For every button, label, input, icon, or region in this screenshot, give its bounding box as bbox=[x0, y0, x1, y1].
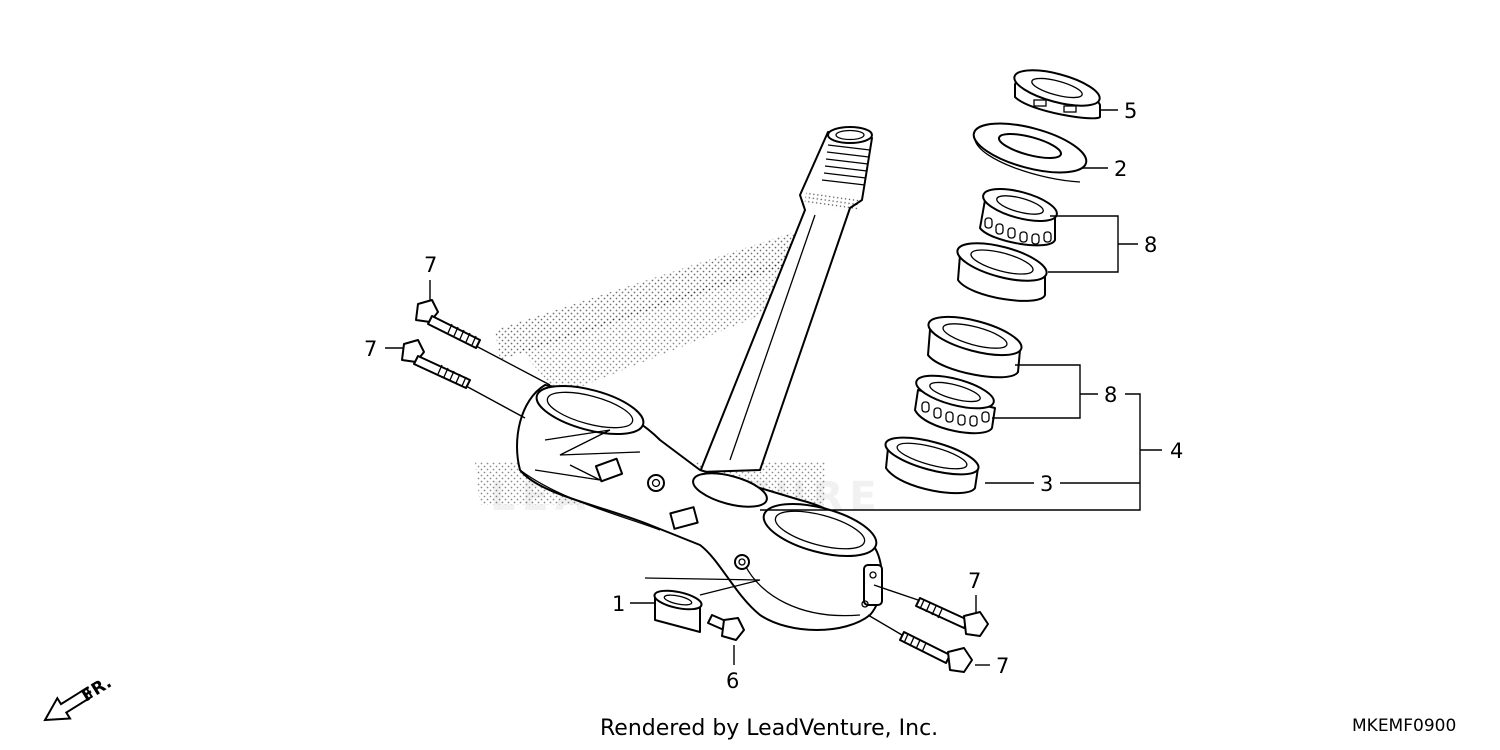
part-5-lock-nut bbox=[1013, 69, 1101, 120]
callout-6: 6 bbox=[726, 669, 739, 693]
bolt-7-lower bbox=[401, 339, 471, 389]
callout-7-left: 7 bbox=[364, 337, 377, 361]
callout-2: 2 bbox=[1114, 157, 1127, 181]
steering-stem-bracket bbox=[516, 384, 883, 631]
callout-3: 3 bbox=[1040, 472, 1053, 496]
callout-8-upper: 8 bbox=[1144, 233, 1157, 257]
footer-credit: Rendered by LeadVenture, Inc. bbox=[600, 716, 939, 741]
front-direction-arrow-icon bbox=[43, 686, 94, 722]
callout-8-lower: 8 bbox=[1104, 383, 1117, 407]
callout-1: 1 bbox=[612, 592, 625, 616]
callout-7-right-upper: 7 bbox=[968, 569, 981, 593]
part-8-upper-bearing bbox=[979, 188, 1058, 247]
part-8-upper-race bbox=[956, 242, 1048, 302]
part-1-collar bbox=[653, 589, 703, 633]
part-6-bolt bbox=[707, 614, 745, 641]
callout-5: 5 bbox=[1124, 99, 1137, 123]
callout-4: 4 bbox=[1170, 439, 1183, 463]
part-2-dust-seal bbox=[972, 122, 1088, 183]
part-8-lower-bearing bbox=[914, 374, 996, 435]
bolt-7-right-upper bbox=[915, 597, 989, 637]
bolt-7-upper bbox=[415, 299, 481, 349]
diagram-code: MKEMF0900 bbox=[1352, 716, 1457, 736]
part-8-lower-race bbox=[927, 315, 1023, 379]
steering-stem bbox=[699, 126, 873, 473]
callout-7-right-lower: 7 bbox=[996, 654, 1009, 678]
part-3-dust-seal bbox=[884, 436, 980, 495]
callout-7-top: 7 bbox=[424, 253, 437, 277]
leader-lines bbox=[385, 109, 1162, 666]
bolt-7-right-lower bbox=[899, 631, 973, 673]
